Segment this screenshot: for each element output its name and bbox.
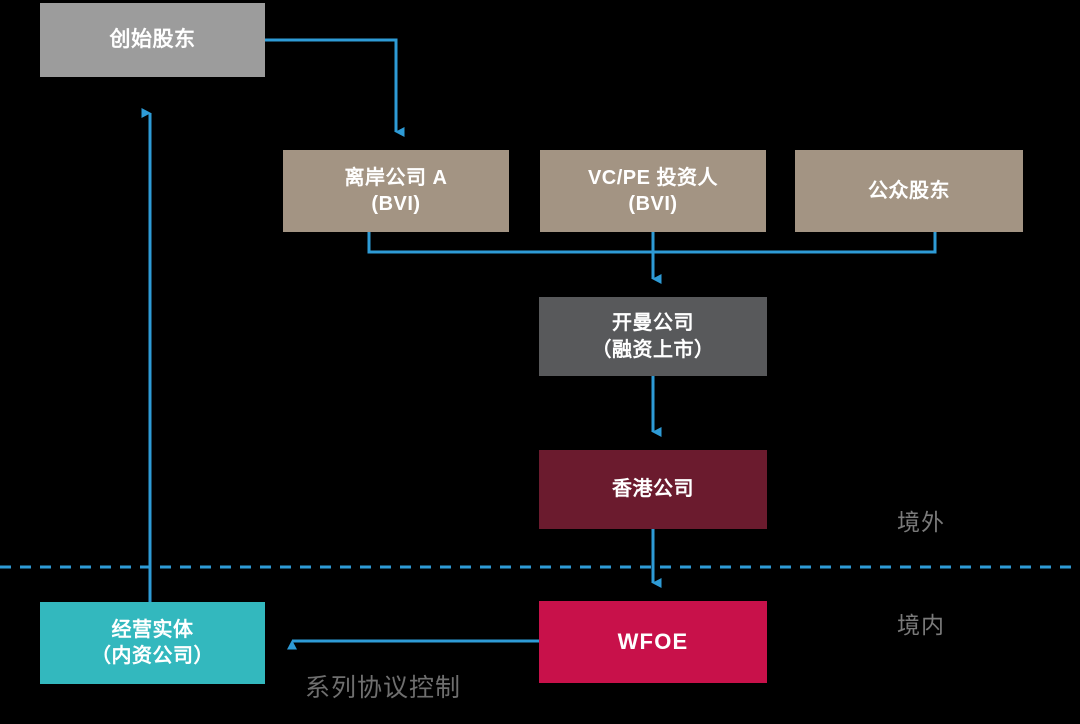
zone-label-offshore: 境外 — [897, 509, 945, 535]
node-cayman-company-text: 开曼公司 （融资上市） — [592, 310, 715, 363]
node-label-line1: WFOE — [617, 629, 689, 655]
node-label-line2: (BVI) — [371, 193, 421, 215]
node-label-line1: 离岸公司 A — [344, 166, 448, 189]
node-hongkong-company-text: 香港公司 — [612, 476, 694, 502]
node-founder-shareholder-text: 创始股东 — [110, 26, 196, 54]
node-label-line1: 经营实体 — [111, 618, 194, 641]
node-cayman-company[interactable]: 开曼公司 （融资上市） — [539, 297, 767, 376]
node-wfoe[interactable]: WFOE — [539, 601, 767, 683]
edge-bus-to-cayman — [367, 232, 937, 284]
node-label-line1: 香港公司 — [612, 478, 694, 501]
edge-founder-to-offshore-a — [265, 38, 405, 137]
node-founder-shareholder[interactable]: 创始股东 — [40, 3, 265, 77]
node-offshore-company-a-text: 离岸公司 A (BVI) — [345, 165, 448, 218]
node-label-line1: 开曼公司 — [612, 312, 694, 335]
node-label-line1: VC/PE 投资人 — [587, 166, 719, 189]
node-label-line2: （融资上市） — [591, 338, 715, 361]
node-label-line1: 公众股东 — [868, 179, 950, 202]
zone-label-onshore: 境内 — [897, 612, 945, 638]
node-vcpe-investor[interactable]: VC/PE 投资人 (BVI) — [540, 150, 766, 232]
annotation-vie-control: 系列协议控制 — [305, 674, 462, 702]
node-offshore-company-a[interactable]: 离岸公司 A (BVI) — [283, 150, 509, 232]
node-vcpe-investor-text: VC/PE 投资人 (BVI) — [588, 165, 718, 218]
node-label-line2: （内资公司） — [91, 645, 214, 667]
node-operating-entity-text: 经营实体 （内资公司） — [91, 617, 214, 670]
node-hongkong-company[interactable]: 香港公司 — [539, 450, 767, 529]
node-label-line2: (BVI) — [628, 193, 678, 215]
node-public-shareholders[interactable]: 公众股东 — [795, 150, 1023, 232]
node-label-line1: 创始股东 — [109, 28, 196, 52]
node-public-shareholders-text: 公众股东 — [868, 178, 950, 204]
node-operating-entity[interactable]: 经营实体 （内资公司） — [40, 602, 265, 684]
node-wfoe-text: WFOE — [618, 627, 689, 656]
